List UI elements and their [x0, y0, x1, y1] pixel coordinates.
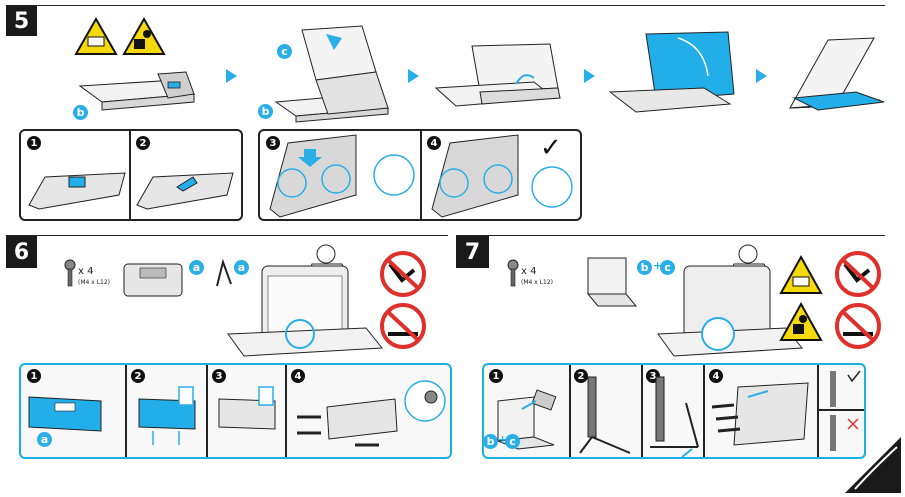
detail-1-illustration: [28, 172, 126, 210]
stand-assemble-illustration: [274, 25, 390, 123]
stand-complete-illustration: [789, 37, 885, 111]
screw-icon: [64, 259, 76, 287]
sub-step-2: 2: [131, 369, 145, 383]
stand-attach-3-illustration: [650, 376, 699, 457]
sub-step-2: 2: [136, 136, 150, 150]
step-5-badge: 5: [6, 6, 37, 36]
detail-4-illustration: [431, 134, 573, 218]
warning-hand-icon: [74, 16, 118, 55]
bracket-side-icon: [216, 258, 232, 287]
step-6-detail-panel: 1 2 3 4: [19, 363, 452, 459]
part-c-label: c: [277, 44, 292, 59]
step-arrow: [756, 69, 767, 83]
stand-b-label: b: [637, 260, 652, 275]
sub-step-2: 2: [574, 369, 588, 383]
bracket-mount-3-illustration: [218, 386, 276, 430]
step-7-badge: 7: [456, 236, 489, 268]
screw-icon: [507, 259, 519, 287]
warning-icons: [74, 16, 166, 55]
sub-step-4: 4: [427, 136, 441, 150]
step-7-rule: [456, 235, 885, 236]
stand-attach-4-illustration: [711, 382, 809, 446]
stand-attach-1-illustration: [497, 389, 557, 450]
check-icon: ✓: [540, 133, 562, 163]
bottom-b-label: b: [483, 434, 498, 449]
stand-fold-illustration: [434, 43, 561, 107]
screw-spec: (M4 x L12): [521, 279, 554, 286]
plus-sign: +: [653, 259, 663, 272]
warning-hand-icon: [779, 254, 823, 294]
sub-step-4: 4: [709, 369, 723, 383]
bracket-mount-4-illustration: [297, 380, 446, 447]
bracket-mount-1-illustration: [28, 396, 102, 432]
prohibit-press-icon: [835, 303, 881, 349]
part-b-label-2: b: [258, 104, 273, 119]
step-6-rule: [6, 235, 448, 236]
sub-step-1: 1: [27, 136, 41, 150]
step-arrow: [408, 69, 419, 83]
warning-person-icon: [779, 301, 823, 341]
detail-panel-1-2: 1 2: [19, 129, 243, 221]
sub-step-3: 3: [266, 136, 280, 150]
top-rule: [6, 5, 885, 6]
warning-person-icon: [122, 16, 166, 55]
stand-rotate-illustration: [608, 31, 735, 113]
screw-qty: x 4: [521, 266, 537, 277]
screw-qty: x 4: [78, 266, 94, 277]
stand-attach-2-illustration: [579, 376, 631, 454]
bottom-plus: +: [498, 433, 508, 446]
bracket-a-label: a: [189, 260, 204, 275]
detail-2-illustration: [136, 172, 234, 210]
sub-step-4: 4: [291, 369, 305, 383]
page-curl-icon[interactable]: [845, 437, 901, 493]
correct-incorrect-illustration: [830, 370, 861, 451]
step-5-number: 5: [13, 8, 30, 34]
step-7-detail-panel: 1 2 3 4: [482, 363, 866, 459]
bracket-a-icon: [123, 263, 183, 297]
stand-bc-icon: [586, 257, 638, 307]
sub-step-1: 1: [27, 369, 41, 383]
prohibit-hand-icon: [835, 251, 881, 297]
prohibit-press-icon: [380, 303, 426, 349]
bracket-a-label-2: a: [234, 260, 249, 275]
sub-step-3: 3: [212, 369, 226, 383]
tv-stand-illustration: [657, 244, 803, 357]
step-6-badge: 6: [6, 236, 37, 268]
stand-c-label: c: [660, 260, 675, 275]
stand-base-illustration: [78, 71, 196, 111]
tv-back-illustration: [227, 244, 383, 357]
sub-step-1: 1: [489, 369, 503, 383]
bottom-c-label: c: [505, 434, 520, 449]
detail-3-illustration: [269, 134, 415, 218]
prohibit-hand-icon: [380, 251, 426, 297]
step-arrow: [226, 69, 237, 83]
part-b-label: b: [73, 105, 88, 120]
detail-panel-3-4: 3 4 ✓: [258, 129, 582, 221]
screw-spec: (M4 x L12): [78, 279, 111, 286]
step-arrow: [584, 69, 595, 83]
bracket-mount-2-illustration: [138, 386, 196, 445]
bottom-a-label: a: [37, 432, 52, 447]
